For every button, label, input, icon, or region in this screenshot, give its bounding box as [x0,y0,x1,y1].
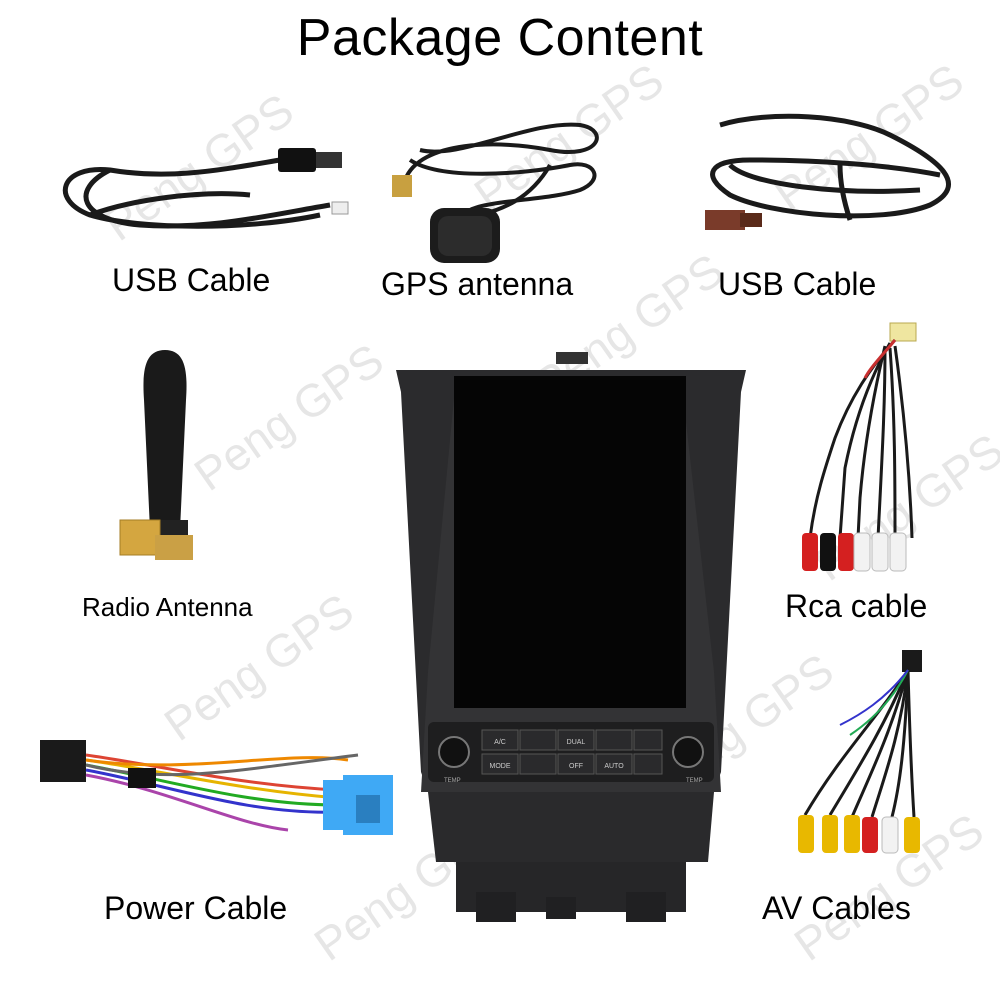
radio-antenna-image [110,340,220,570]
temp-label: TEMP [444,778,461,784]
page-title: Package Content [296,9,704,67]
usb-cable-label: USB Cable [112,262,271,298]
ac-button: A/C [494,739,506,746]
radio-antenna-label: Radio Antenna [82,592,253,622]
dual-button: DUAL [567,739,586,746]
usb-cable-image [50,120,360,250]
rca-cable-image [790,318,930,588]
off-button: OFF [569,763,583,770]
usb-cable-label: USB Cable [718,266,877,302]
av-cable-image [790,645,930,870]
head-unit-image: A/C DUAL MODE OFF AUTO TEMP TEMP [396,352,746,927]
gps-antenna-label: GPS antenna [381,266,574,302]
rca-cable-label: Rca cable [785,588,928,624]
gps-antenna-image [380,120,620,270]
usb-cable-image [690,105,980,245]
power-cable-label: Power Cable [104,890,288,926]
power-cable-image [38,730,408,860]
auto-button: AUTO [604,763,624,770]
av-cables-label: AV Cables [762,890,911,926]
mode-button: MODE [490,763,511,770]
temp-label: TEMP [686,778,703,784]
